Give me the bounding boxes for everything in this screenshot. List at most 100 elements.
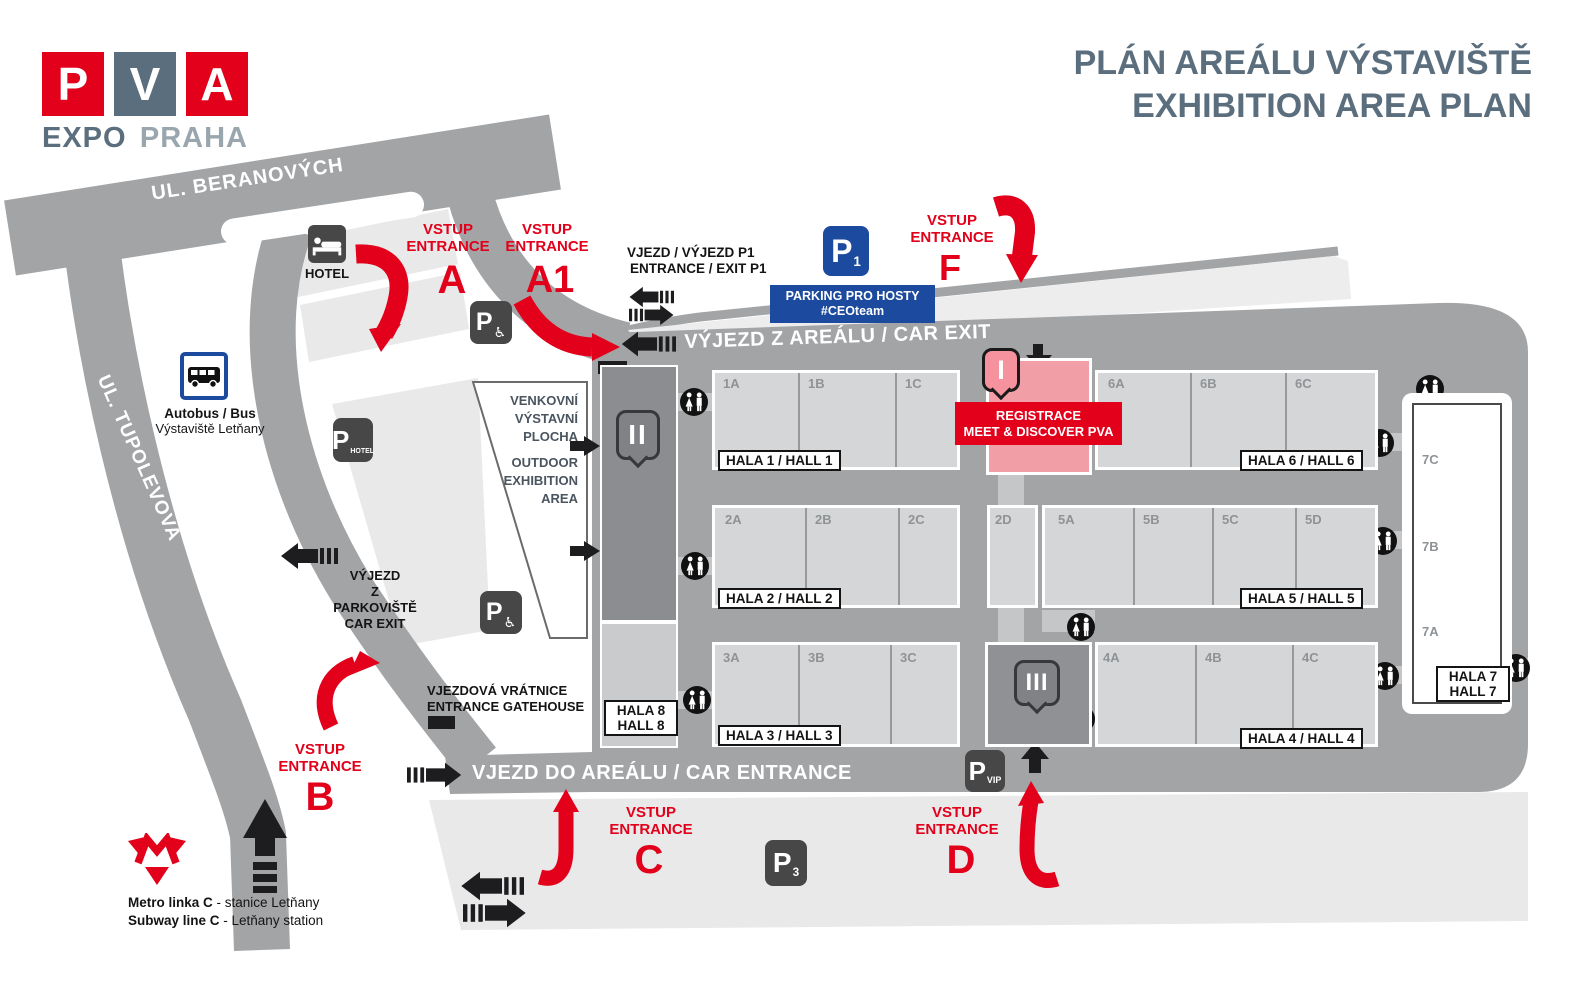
- gate2-strip: [600, 365, 678, 622]
- hall-7-name: HALA 7 HALL 7: [1436, 666, 1510, 702]
- pdisabled-parking-sign-2: P♿: [480, 591, 522, 634]
- arrow-p1-exit: [629, 286, 674, 308]
- entrance-c-letter: C: [634, 838, 664, 882]
- entrance-b-arrow: [316, 651, 380, 731]
- entrance-f-arrow: [992, 195, 1038, 283]
- wc-icon: [1067, 613, 1095, 641]
- bus-caption-line2: Výstaviště Letňany: [155, 421, 265, 436]
- section-label: 1B: [808, 376, 825, 391]
- section-label: 2B: [815, 512, 832, 527]
- p1-caption-line2: ENTRANCE / EXIT P1: [630, 261, 767, 276]
- street-tupolevova: [60, 207, 290, 951]
- title-line2: EXHIBITION AREA PLAN: [1132, 87, 1532, 125]
- entrance-b-letter: B: [305, 775, 335, 819]
- section-label: 2A: [725, 512, 742, 527]
- arrow-into-strip-2: [570, 541, 600, 561]
- entrance-a1-vstup: VSTUP ENTRANCE: [505, 221, 589, 255]
- gatehouse-rect: [428, 716, 455, 729]
- hall-divider: [1292, 645, 1294, 744]
- parking-exit-caption: VÝJEZD Z PARKOVIŠTĚ CAR EXIT: [330, 568, 420, 632]
- entrance-a1-letter: A1: [525, 259, 575, 301]
- section-label: 7B: [1422, 539, 1439, 554]
- entrance-f-letter: F: [939, 247, 961, 288]
- p1-caption-line1: VJEZD / VÝJEZD P1: [627, 245, 755, 260]
- entrance-b-vstup: VSTUP ENTRANCE: [278, 741, 362, 775]
- section-label: 2C: [908, 512, 925, 527]
- hall-divider: [1190, 373, 1192, 467]
- bus-caption-line1: Autobus / Bus: [164, 406, 256, 421]
- hall-2d-column: 2D: [987, 505, 1038, 608]
- hall-6-name: HALA 6 / HALL 6: [1240, 450, 1363, 471]
- logo-praha: PRAHA: [139, 122, 248, 154]
- wc-icon: [683, 686, 711, 714]
- section-label: 3B: [808, 650, 825, 665]
- logo-letter-p: P: [42, 52, 104, 116]
- entrance-d-arrow: [1018, 781, 1060, 888]
- section-label: 3C: [900, 650, 917, 665]
- hall-divider: [1285, 373, 1287, 467]
- road-median: [221, 191, 424, 245]
- hotel-label: HOTEL: [304, 266, 350, 281]
- car-entrance-road: [445, 752, 592, 794]
- hall-4-name: HALA 4 / HALL 4: [1240, 728, 1363, 749]
- gatehouse-line2: ENTRANCE GATEHOUSE: [427, 699, 585, 714]
- section-label: 4A: [1103, 650, 1120, 665]
- parking-exit-line3: CAR EXIT: [344, 616, 406, 631]
- hall-divider: [895, 373, 897, 467]
- metro-caption-line1: Metro linka C - stanice Letňany: [128, 895, 320, 910]
- corridor: [998, 473, 1024, 507]
- pdisabled-parking-sign-1: P♿: [470, 301, 512, 344]
- entrance-a-vstup: VSTUP ENTRANCE: [406, 221, 490, 255]
- section-label: 3A: [723, 650, 740, 665]
- section-label: 5A: [1058, 512, 1075, 527]
- hall-divider: [898, 508, 900, 605]
- section-label: 5D: [1305, 512, 1322, 527]
- gatehouse-line1: VJEZDOVÁ VRÁTNICE: [427, 683, 568, 698]
- hall-7: 7C 7B 7A: [1412, 403, 1502, 704]
- arrow-into-strip-1: [570, 436, 600, 456]
- outdoor-exhibition-area: [471, 381, 588, 639]
- section-label: 7C: [1422, 452, 1439, 467]
- wc-icon: [681, 552, 709, 580]
- parking-exit-line1: VÝJEZD: [349, 568, 401, 583]
- arrow-metro-up: [243, 799, 287, 893]
- arrow-gate3-up: [1021, 742, 1049, 773]
- hotel-icon: [308, 225, 346, 263]
- metro-icon: [124, 831, 190, 894]
- logo-subtitle: EXPO PRAHA: [42, 122, 248, 155]
- hall-divider: [805, 508, 807, 605]
- section-label: 1A: [723, 376, 740, 391]
- hall-divider: [1295, 508, 1297, 605]
- road-label-car-entrance: VJEZD DO AREÁLU / CAR ENTRANCE: [472, 762, 852, 784]
- corridor: [998, 606, 1024, 644]
- entrance-c-vstup: VSTUP ENTRANCE: [609, 804, 693, 838]
- parking-exit-line2: Z PARKOVIŠTĚ: [333, 584, 417, 615]
- wc-icon: [680, 388, 708, 416]
- entrance-d-letter: D: [946, 838, 976, 882]
- pva-logo: P V A: [42, 52, 248, 116]
- hall-divider: [1133, 508, 1135, 605]
- hall-2-name: HALA 2 / HALL 2: [718, 588, 841, 609]
- p3-parking-lot: [429, 792, 1528, 930]
- logo-expo: EXPO: [42, 122, 127, 154]
- gate-iii-marker: III: [1014, 660, 1060, 706]
- logo-letter-v: V: [114, 52, 176, 116]
- section-label: 4C: [1302, 650, 1319, 665]
- gate-ii-marker: II: [616, 410, 660, 460]
- section-label: 1C: [905, 376, 922, 391]
- hall-1-name: HALA 1 / HALL 1: [718, 450, 841, 471]
- section-label: 4B: [1205, 650, 1222, 665]
- section-label: 5B: [1143, 512, 1160, 527]
- bus-stop-icon: [180, 352, 228, 400]
- metro-caption-line2: Subway line C - Letňany station: [128, 913, 324, 928]
- outdoor-area-caption: VENKOVNÍ VÝSTAVNÍ PLOCHA OUTDOOR EXHIBIT…: [503, 393, 578, 506]
- hall-5-name: HALA 5 / HALL 5: [1240, 588, 1363, 609]
- page-title: PLÁN AREÁLU VÝSTAVIŠTĚ EXHIBITION AREA P…: [1074, 42, 1532, 128]
- hall-3-name: HALA 3 / HALL 3: [718, 725, 841, 746]
- hall-5: 5A 5B 5C 5D: [1042, 505, 1378, 608]
